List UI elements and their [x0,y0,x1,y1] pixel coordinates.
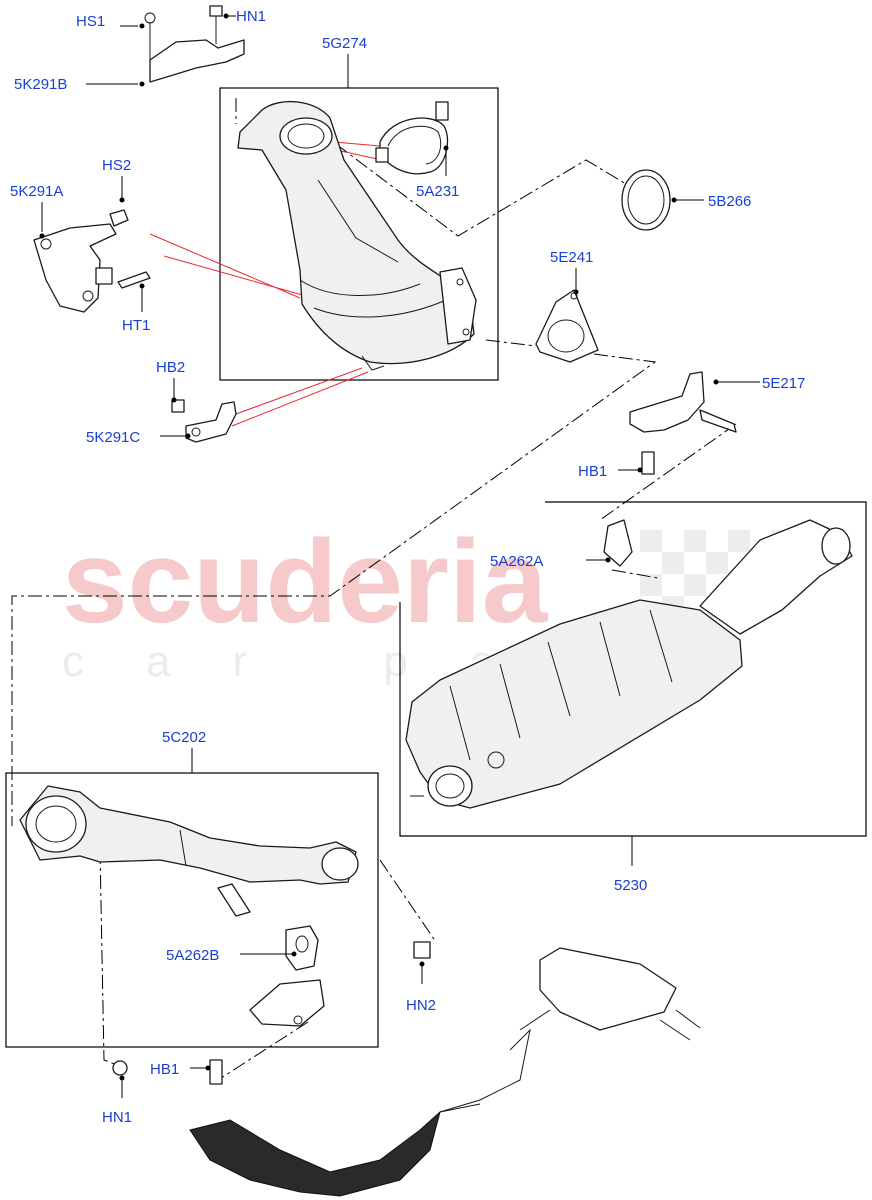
catalytic-converter [237,100,477,371]
label-hb1-top: HB1 [578,463,607,480]
bracket-5e217 [629,371,737,475]
label-hn1-top: HN1 [236,8,266,25]
fasteners [112,941,431,1085]
label-5b266: 5B266 [708,193,751,210]
label-hn1-bottom: HN1 [102,1109,132,1126]
label-5g274: 5G274 [322,35,367,52]
gasket-5e241 [535,289,599,363]
label-5e217: 5E217 [762,375,805,392]
label-hb2: HB2 [156,359,185,376]
box-5g274 [219,87,499,381]
red-callouts [149,141,383,427]
label-ht1: HT1 [122,317,150,334]
rubber-mount-5a262b [217,883,325,1027]
label-hb1-bottom: HB1 [150,1061,179,1078]
watermark-brand: scuderia [62,516,549,648]
gasket-5b266 [621,169,671,231]
assembly-lines [11,98,737,1081]
heat-shield-bracket [144,5,245,83]
label-5230: 5230 [614,877,647,894]
label-5k291a: 5K291A [10,183,63,200]
label-5a262b: 5A262B [166,947,219,964]
bolt-hb1-bottom [209,1059,223,1085]
system-overview-silhouette [189,947,701,1197]
rear-silencer [405,519,853,809]
label-5a231: 5A231 [416,183,459,200]
group-boxes [5,87,867,1048]
label-5a262a: 5A262A [490,553,543,570]
box-5230 [399,501,867,837]
part-labels: HS1 HN1 5G274 5K291B HS2 5K291A 5A231 5B… [10,8,805,1126]
label-hs2: HS2 [102,157,131,174]
front-pipe [19,785,359,885]
label-hn2: HN2 [406,997,436,1014]
clamp-5a231 [375,101,449,175]
bracket-5k291c [171,399,237,443]
label-5c202: 5C202 [162,729,206,746]
leader-lines [39,13,760,1098]
label-5k291c: 5K291C [86,429,140,446]
bracket-5k291a [33,209,151,313]
nut-hn2 [413,941,431,959]
label-5k291b: 5K291B [14,76,67,93]
label-hs1: HS1 [76,13,105,30]
label-5e241: 5E241 [550,249,593,266]
nut-hn1-bottom [112,1060,128,1076]
